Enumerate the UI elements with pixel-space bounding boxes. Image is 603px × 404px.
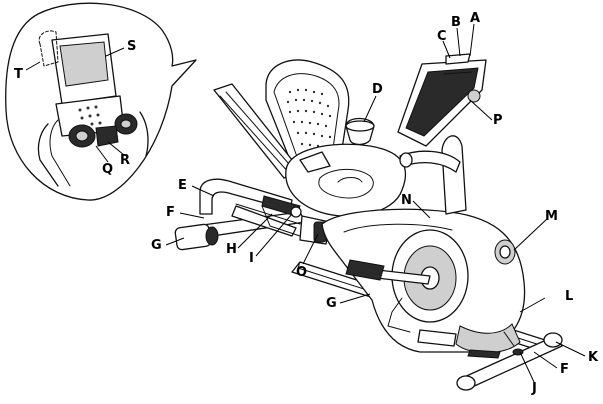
callout-s: S xyxy=(127,39,136,54)
callout-g-bottom: G xyxy=(326,296,337,311)
pedal-crank xyxy=(345,259,457,347)
callout-a: A xyxy=(470,11,480,26)
callout-h: H xyxy=(226,242,237,257)
callout-c: C xyxy=(437,29,447,44)
callout-n: N xyxy=(401,193,412,208)
console-detail-inset xyxy=(5,2,197,201)
callout-e: E xyxy=(178,178,187,193)
bottle-holder xyxy=(345,117,375,146)
callout-l: L xyxy=(565,289,573,304)
callout-j: J xyxy=(531,381,537,396)
callout-g-left: G xyxy=(151,238,162,253)
callout-r: R xyxy=(120,153,130,168)
callout-f-right: F xyxy=(560,362,569,377)
callout-d: D xyxy=(372,82,383,97)
inset-speakers xyxy=(68,113,138,148)
seat-back-frame xyxy=(213,83,301,179)
transport-wheel-area xyxy=(503,331,515,347)
callout-t: T xyxy=(14,67,23,82)
callout-p: P xyxy=(493,113,503,128)
callout-i: I xyxy=(249,251,254,266)
console-mast xyxy=(399,135,467,215)
callout-f-left: F xyxy=(166,205,175,220)
callout-b: B xyxy=(451,15,461,30)
inset-fan-grille xyxy=(95,125,119,147)
recumbent-bike-illustration xyxy=(174,53,563,391)
inset-keypad xyxy=(78,105,102,128)
console xyxy=(397,53,487,147)
callout-q: Q xyxy=(102,162,113,177)
leader-lines xyxy=(25,23,586,383)
callout-labels: A B C D E F G H I O N M P L K F J G S T … xyxy=(14,11,599,396)
seat-cushion xyxy=(285,143,406,217)
adjustment-knob xyxy=(494,239,516,265)
callout-m: M xyxy=(545,209,558,224)
lower-shroud xyxy=(455,323,521,359)
front-stabilizer xyxy=(456,332,563,391)
callout-k: K xyxy=(588,350,599,365)
callout-o: O xyxy=(296,265,307,280)
